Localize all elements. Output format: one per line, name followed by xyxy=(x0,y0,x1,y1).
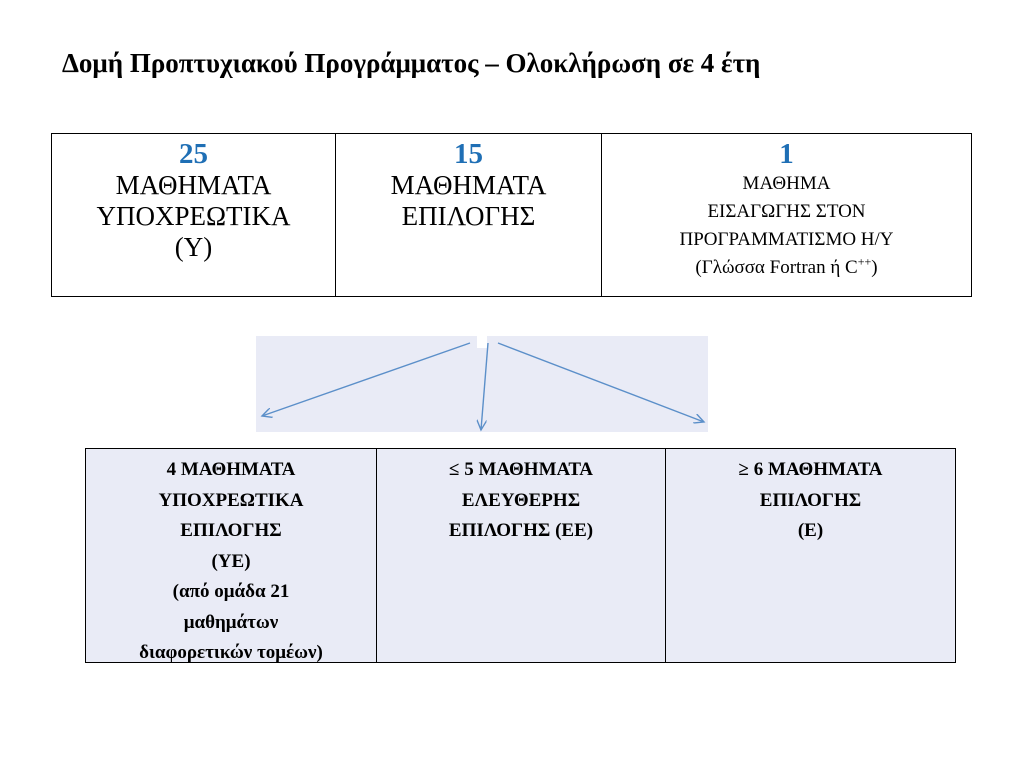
course-summary-table: 25 ΜΑΘΗΜΑΤΑ ΥΠΟΧΡΕΩΤΙΚΑ (Υ) 15 ΜΑΘΗΜΑΤΑ … xyxy=(51,133,972,297)
elective-count: 15 xyxy=(454,138,483,170)
cell-line: ΥΠΟΧΡΕΩΤΙΚΑ xyxy=(158,489,304,511)
cell-line: ΜΑΘΗΜΑΤΑ xyxy=(390,170,547,200)
cell-line: ΠΡΟΓΡΑΜΜΑΤΙΣΜΟ Η/Υ xyxy=(679,229,894,250)
cell-line: (Ε) xyxy=(797,520,824,541)
language-note-superscript: ++ xyxy=(857,254,872,269)
cell-line: ΥΠΟΧΡΕΩΤΙΚΑ xyxy=(96,201,291,231)
cell-line: (από ομάδα 21 xyxy=(172,581,290,602)
cell-line: ΜΑΘΗΜΑΤΑ xyxy=(115,170,272,200)
cell-line: (ΥΕ) xyxy=(211,550,251,572)
cell-line: ΕΠΙΛΟΓΗΣ xyxy=(180,520,282,541)
connector-gap xyxy=(477,336,487,348)
cell-line: ≤ 5 ΜΑΘΗΜΑΤΑ xyxy=(449,459,593,480)
right-arrow xyxy=(497,342,704,422)
elective-courses-cell: 15 ΜΑΘΗΜΑΤΑ ΕΠΙΛΟΓΗΣ xyxy=(336,134,602,296)
compulsory-courses-cell: 25 ΜΑΘΗΜΑΤΑ ΥΠΟΧΡΕΩΤΙΚΑ (Υ) xyxy=(52,134,336,296)
language-note: (Γλώσσα Fortran ή C++) xyxy=(602,254,971,282)
cell-line: (Υ) xyxy=(174,232,213,262)
cell-line: 4 ΜΑΘΗΜΑΤΑ xyxy=(166,459,296,480)
cell-line: ΕΠΙΛΟΓΗΣ xyxy=(401,201,536,231)
language-note-close: ) xyxy=(871,257,878,278)
branch-arrows xyxy=(256,336,708,432)
cell-line: ΕΠΙΛΟΓΗΣ (ΕΕ) xyxy=(448,520,594,541)
language-note-text: (Γλώσσα Fortran ή C xyxy=(695,257,858,278)
branch-arrows-panel xyxy=(256,336,708,432)
cell-line: ≥ 6 ΜΑΘΗΜΑΤΑ xyxy=(738,459,883,480)
programming-course-cell: 1 ΜΑΘΗΜΑ ΕΙΣΑΓΩΓΗΣ ΣΤΟΝ ΠΡΟΓΡΑΜΜΑΤΙΣΜΟ Η… xyxy=(602,134,971,296)
cell-line: ΕΠΙΛΟΓΗΣ xyxy=(759,489,862,511)
compulsory-elective-cell: 4 ΜΑΘΗΜΑΤΑ ΥΠΟΧΡΕΩΤΙΚΑ ΕΠΙΛΟΓΗΣ (ΥΕ) (απ… xyxy=(86,449,377,663)
left-arrow xyxy=(262,342,471,416)
cell-line: ΕΛΕΥΘΕΡΗΣ xyxy=(461,489,581,511)
cell-line: ΕΙΣΑΓΩΓΗΣ ΣΤΟΝ xyxy=(707,201,866,222)
cell-line: διαφορετικών τομέων) xyxy=(139,642,323,663)
cell-line: μαθημάτων xyxy=(183,611,279,633)
elective-cell: ≥ 6 ΜΑΘΗΜΑΤΑ ΕΠΙΛΟΓΗΣ (Ε) xyxy=(666,449,955,662)
free-elective-cell: ≤ 5 ΜΑΘΗΜΑΤΑ ΕΛΕΥΘΕΡΗΣ ΕΠΙΛΟΓΗΣ (ΕΕ) xyxy=(377,449,666,662)
compulsory-count: 25 xyxy=(179,138,208,170)
middle-arrow xyxy=(481,342,489,430)
page-title: Δομή Προπτυχιακού Προγράμματος – Ολοκλήρ… xyxy=(62,48,761,78)
cell-line: ΜΑΘΗΜΑ xyxy=(742,173,831,194)
programming-count: 1 xyxy=(779,138,794,170)
elective-breakdown-table: 4 ΜΑΘΗΜΑΤΑ ΥΠΟΧΡΕΩΤΙΚΑ ΕΠΙΛΟΓΗΣ (ΥΕ) (απ… xyxy=(85,448,956,663)
